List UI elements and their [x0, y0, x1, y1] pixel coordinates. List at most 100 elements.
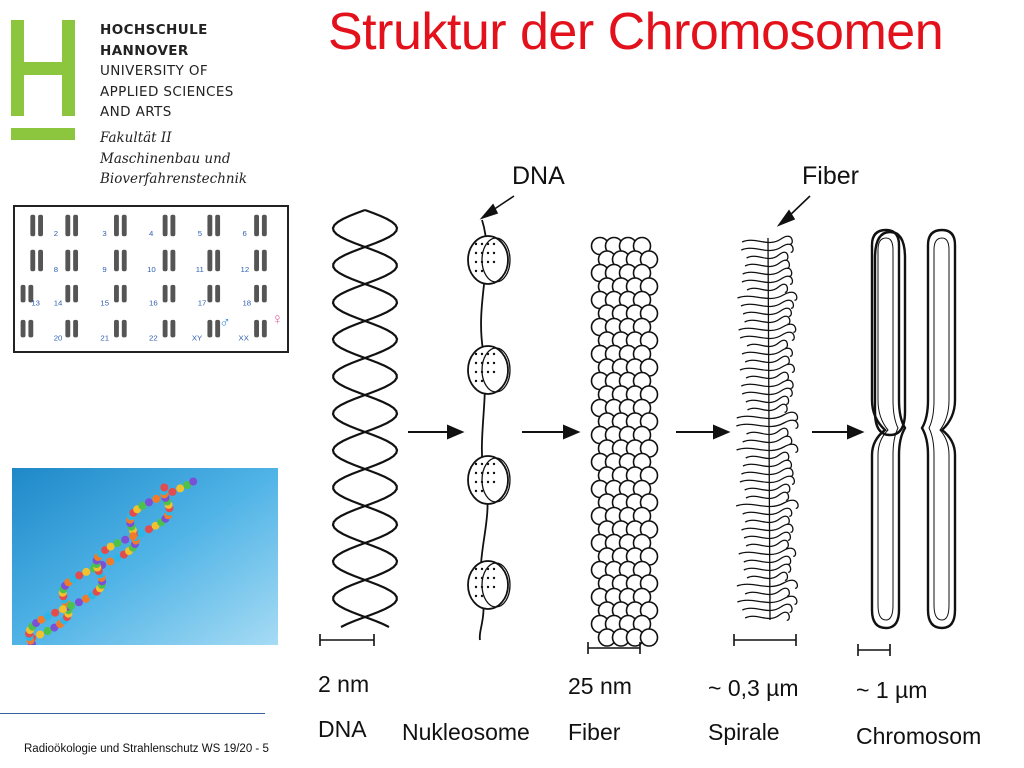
size-label-fiber: 25 nm: [568, 673, 632, 699]
chromosome-x: [870, 228, 957, 630]
spiral-loop: [744, 611, 790, 621]
spiral-loop: [743, 555, 792, 565]
faculty-name: Fakultät II Maschinenbau und Bioverfahre…: [100, 128, 247, 190]
slide-title: Struktur der Chromosomen: [328, 3, 944, 61]
nucleosome: [467, 345, 511, 395]
university-line: HOCHSCHULE: [100, 22, 208, 38]
karyogram-number: XY: [192, 333, 203, 342]
spiral-loop: [746, 427, 789, 437]
spiral-loop: [743, 531, 791, 541]
label-dna-top: DNA: [512, 162, 565, 190]
hochschule-logo-icon: [11, 20, 75, 140]
karyogram-number: 21: [100, 333, 109, 342]
spiral-loop: [746, 339, 789, 349]
spiral-loop: [741, 275, 794, 285]
size-label-spiral: ~ 0,3 µm: [708, 675, 799, 701]
spiral-loop: [738, 547, 797, 557]
arrow-fiber-to-spiral: [676, 424, 731, 440]
karyogram-number: 8: [54, 265, 58, 274]
spiral-loop: [741, 347, 793, 357]
chromatin-fiber: [590, 236, 659, 647]
footer-divider: [0, 713, 265, 714]
faculty-line: Maschinenbau und: [100, 150, 231, 167]
spiral-loop: [745, 371, 789, 381]
spiral-loop: [736, 443, 799, 453]
scale-bar-spiral: [733, 634, 797, 646]
spiral-loop: [744, 259, 790, 269]
spiral-loop: [741, 523, 794, 533]
stage-name-nucleosome: Nukleosome: [402, 719, 530, 745]
size-label-chromosome: ~ 1 µm: [856, 677, 927, 703]
spiral-loop: [739, 363, 795, 373]
scale-bar-dna: [319, 634, 375, 646]
spiral-loop: [736, 419, 799, 429]
stage-name-fiber: Fiber: [568, 719, 621, 745]
stage-name-spiral: Spirale: [708, 719, 780, 745]
karyogram-number: 16: [149, 298, 158, 307]
nucleosome: [467, 235, 511, 285]
spiral-loop: [747, 403, 788, 413]
university-line: AND ARTS: [100, 104, 172, 120]
karyogram-number: 2: [54, 229, 58, 238]
nucleosome: [467, 560, 511, 610]
karyogram-number: 22: [149, 333, 158, 342]
spiral-loop: [744, 587, 790, 597]
karyogram-number: 9: [102, 265, 106, 274]
pointer-arrow-dna: [479, 195, 515, 220]
karyogram-number: 18: [242, 298, 251, 307]
faculty-line: Fakultät II: [100, 130, 172, 146]
faculty-line: Bioverfahrenstechnik: [100, 171, 248, 187]
karyogram-number: 3: [102, 229, 106, 238]
spiral-loop: [744, 515, 790, 525]
karyogram-number: 14: [54, 298, 63, 307]
spiral-loop: [741, 387, 793, 397]
helix-strand: [331, 208, 399, 628]
spiral-loop: [737, 291, 798, 301]
karyogram-number: 15: [100, 298, 109, 307]
helix-strand: [331, 208, 399, 628]
size-label-dna: 2 nm: [318, 671, 369, 697]
karyogram-number: 10: [147, 265, 156, 274]
label-fiber-top: Fiber: [802, 162, 859, 190]
spiral-loop: [739, 331, 795, 341]
spiral-loop: [746, 283, 789, 293]
spiral-loop: [745, 451, 790, 461]
karyogram-number: 12: [241, 265, 250, 274]
spiral-loop: [744, 355, 790, 365]
spiral-loop: [736, 579, 798, 589]
spiral-loop: [742, 507, 793, 517]
spiral-loop: [745, 539, 789, 549]
spiral-loop: [745, 491, 790, 501]
nucleosome: [467, 455, 511, 505]
scale-bar-chromosome: [857, 644, 891, 656]
university-name: HOCHSCHULE HANNOVER UNIVERSITY OF APPLIE…: [100, 20, 234, 123]
chromosome-outline: [873, 230, 907, 437]
karyogram-number: XX: [239, 333, 250, 342]
spiral-loop: [741, 467, 794, 477]
stage-name-chromosome: Chromosom: [856, 723, 981, 749]
stage-name-dna: DNA: [318, 716, 367, 742]
spiral-loop: [742, 435, 793, 445]
spiral-loop: [740, 299, 795, 309]
spiral-loop: [744, 315, 791, 325]
arrow-dna-to-nucleosome: [408, 424, 465, 440]
karyogram-number: 13: [31, 298, 40, 307]
university-line: UNIVERSITY OF: [100, 63, 209, 79]
arrow-nucleosome-to-fiber: [522, 424, 581, 440]
university-line: HANNOVER: [100, 42, 189, 59]
karyogram-number: 4: [149, 229, 154, 238]
spiral-loop: [741, 235, 793, 245]
spiral-loop: [736, 411, 799, 421]
footer-text: Radioökologie und Strahlenschutz WS 19/2…: [24, 743, 269, 755]
karyogram-number: 11: [196, 265, 204, 274]
spiral-loop: [739, 475, 795, 485]
arrow-spiral-to-chromosome: [812, 424, 865, 440]
karyogram-number: 20: [54, 333, 63, 342]
spiral-loop: [744, 483, 791, 493]
spiral-loop: [745, 395, 790, 405]
spiral-loop: [738, 323, 797, 333]
scale-bar-fiber: [587, 642, 641, 654]
spiral-loop: [742, 307, 792, 317]
spiral-loop: [746, 571, 789, 581]
spiral-loop: [743, 563, 792, 573]
